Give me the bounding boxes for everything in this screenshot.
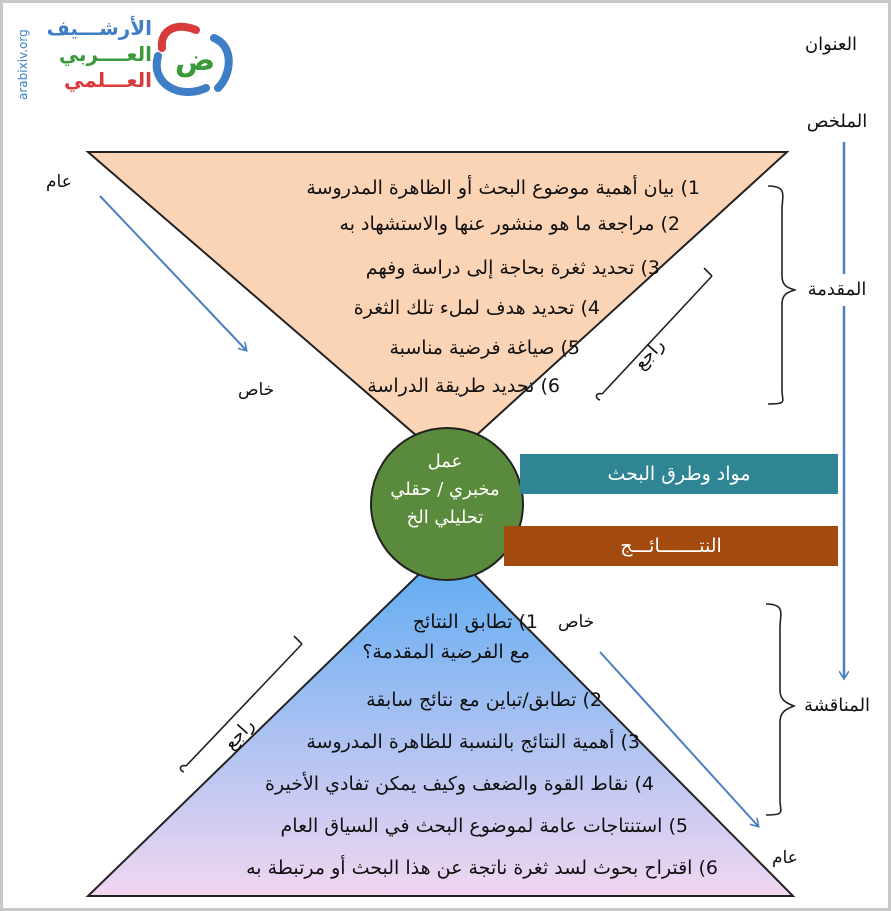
logo-title-line1: الأرشـــيف — [46, 16, 152, 40]
intro-review-arrow — [595, 267, 713, 401]
introduction-funnel — [85, 151, 790, 464]
logo-emblem: ض — [152, 22, 233, 96]
logo-title-line3: العـــلمي — [64, 68, 152, 92]
intro-item-1: 1) بيان أهمية موضوع البحث أو الظاهرة الم… — [306, 177, 700, 199]
logo-title-line2: العــــربي — [58, 42, 152, 66]
intro-item-4: 4) تحديد هدف لملء تلك الثغرة — [353, 297, 600, 319]
intro-general-to-specific-arrow — [99, 195, 246, 350]
center-line-1: عمل — [427, 451, 463, 472]
discussion-specific-to-general-arrow — [599, 651, 758, 826]
center-line-2: مخبري / حقلي — [390, 479, 500, 500]
intro-item-6: 6) تحديد طريقة الدراسة — [367, 375, 560, 397]
discussion-review-arrow — [179, 635, 303, 773]
discussion-brace — [765, 603, 797, 816]
svg-text:ض: ض — [175, 43, 215, 78]
introduction-brace — [767, 185, 798, 405]
intro-item-3: 3) تحديد ثغرة بحاجة إلى دراسة وفهم — [365, 257, 660, 279]
discussion-item-5: 5) استنتاجات عامة لموضوع البحث في السياق… — [280, 815, 688, 837]
discussion-item-2: 2) تطابق/تباين مع نتائج سابقة — [366, 689, 602, 711]
sidebar-abstract-box: الملخص — [796, 106, 878, 138]
discussion-item-6: 6) اقتراح بحوث لسد ثغرة ناتجة عن هذا الب… — [246, 857, 718, 879]
sidebar-discussion-box: المناقشة — [796, 690, 878, 722]
sidebar-title-box: العنوان — [786, 28, 876, 62]
intro-item-5: 5) صياغة فرضية مناسبة — [389, 337, 580, 359]
discussion-specific-label: خاص — [558, 612, 595, 632]
sidebar-introduction-box: المقدمة — [796, 274, 878, 306]
center-line-3: تحليلي الخ — [406, 507, 484, 528]
intro-general-label: عام — [46, 172, 72, 192]
discussion-item-1-line1: 1) تطابق النتائج — [412, 611, 538, 633]
logo-domain: arabixiv.org — [16, 29, 30, 100]
discussion-item-1-line2: مع الفرضية المقدمة؟ — [362, 641, 530, 663]
discussion-item-3: 3) أهمية النتائج بالنسبة للظاهرة المدروس… — [306, 731, 640, 753]
results-bar: النتـــــــائـــج — [504, 526, 838, 566]
center-lab-work-text: عمل مخبري / حقلي تحليلي الخ — [370, 448, 520, 532]
discussion-item-4: 4) نقاط القوة والضعف وكيف يمكن تفادي الأ… — [265, 773, 654, 795]
intro-item-2: 2) مراجعة ما هو منشور عنها والاستشهاد به — [339, 213, 680, 235]
intro-specific-label: خاص — [238, 380, 275, 400]
discussion-general-label: عام — [772, 848, 798, 868]
center-lab-work-circle — [370, 427, 524, 581]
discussion-pyramid — [85, 545, 796, 897]
methods-bar: مواد وطرق البحث — [520, 454, 838, 494]
